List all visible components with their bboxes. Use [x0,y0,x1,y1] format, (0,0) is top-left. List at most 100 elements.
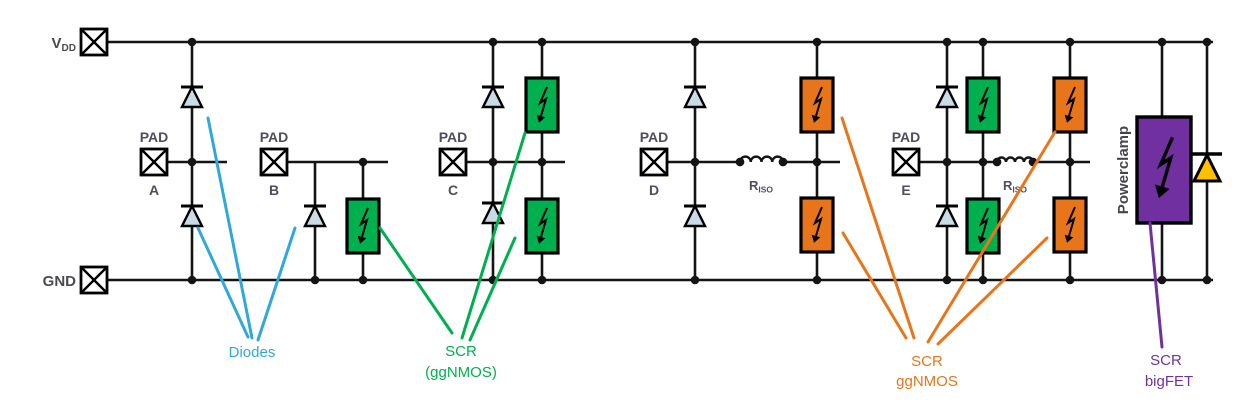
vdd-pad [79,27,109,57]
bolt-arrowhead-icon [536,114,546,123]
pad-b-label: PAD [260,129,289,145]
lightning-bolt-icon [1156,136,1175,188]
junction-dot [778,157,788,167]
junction-dot [942,275,952,285]
scr-rect [524,76,560,134]
annotation-scr-bigfet-label: SCR [1150,352,1182,369]
pad-a: PAD A [139,129,169,198]
diode-triangle [683,203,707,228]
junction-dot [812,275,822,285]
powerclamp-box: Powerclamp [1115,115,1193,225]
resistor-coil [995,156,1035,163]
annotation-scr-ggnmos-orange: SCR ggNMOS [840,116,1057,390]
resistor-coil [738,155,785,163]
annotation-scr-ggnmos-orange-callout-line [841,231,908,340]
scr-rect [799,196,835,254]
gnd-pad [79,265,109,295]
pad-a-letter: A [149,182,159,198]
annotation-scr-ggnmos-green-label: SCR [445,343,477,360]
pad-c-label: PAD [439,129,468,145]
annotation-scr-ggnmos-orange-label: SCR [911,353,943,370]
junction-dot [488,157,498,167]
junction-dot [187,275,197,285]
annotation-scr-ggnmos-orange-callout-line [936,236,1049,346]
pad-a-label: PAD [140,129,169,145]
scr-rect [1052,76,1088,134]
junction-dot [690,37,700,47]
scr-d-top-box [799,76,835,134]
annotation-scr-ggnmos-green-callout-line [378,226,454,335]
scr-rect [965,197,1001,255]
junction-dot [358,157,368,167]
annotation-scr-bigfet: SCR bigFET [1145,221,1193,390]
junction-dot [1065,37,1075,47]
bolt-arrowhead-icon [811,234,821,243]
diode-b [303,203,327,228]
pad-e-letter: E [901,182,910,198]
annotation-scr-ggnmos-orange-callout-line [840,116,916,340]
bondpad-x [80,28,108,56]
annotation-diodes-callout-line [206,116,254,340]
annotation-scr-ggnmos-orange-label: ggNMOS [896,373,958,390]
diode-triangle [935,203,959,228]
bondpad-x [892,148,920,176]
annotation-scr-ggnmos-orange-callout-line [926,130,1057,344]
scr-e-green-top-box [965,76,1001,134]
annotation-scr-ggnmos-green-callout-line [460,131,527,340]
diode-d-top [683,84,707,109]
bondpad-x [80,266,108,294]
bondpad-x [260,148,288,176]
junction-dot [537,275,547,285]
junction-dot [187,157,197,167]
scr-e-green-bottom-box [965,197,1001,255]
diode-a-bottom [180,203,204,228]
pad-b-letter: B [269,182,279,198]
junction-dot [488,37,498,47]
pad-e-label: PAD [892,129,921,145]
lightning-bolt-icon [978,207,989,238]
junction-dot [1157,275,1167,285]
junction-dot [690,275,700,285]
powerclamp-label: Powerclamp [1115,126,1132,214]
junction-dot [978,157,988,167]
lightning-bolt-icon [358,207,369,238]
junction-dot [1202,37,1212,47]
diode-triangle [935,84,959,109]
diode-triangle [303,203,327,228]
diode-triangle [683,84,707,109]
annotation-scr-bigfet-label: bigFET [1145,373,1193,390]
junction-dot [942,37,952,47]
junction-dot [187,37,197,47]
diode-triangle [1191,151,1223,183]
junction-dot [812,37,822,47]
scr-rect [965,76,1001,134]
scr-rect [799,76,835,134]
bolt-arrowhead-icon [1064,114,1074,123]
diode-c-top [481,84,505,109]
diode-d-bottom [683,203,707,228]
junction-dot [690,157,700,167]
junction-dot [978,275,988,285]
annotation-scr-ggnmos-green-label: (ggNMOS) [425,364,497,381]
scr-rect [345,197,381,255]
annotation-scr-ggnmos-green: SCR (ggNMOS) [378,131,527,381]
lightning-bolt-icon [537,86,548,117]
lightning-bolt-icon [978,86,989,117]
annotation-diodes-callout-line [196,226,250,339]
scr-e-orange-top-box [1052,76,1088,134]
junction-dot [1065,157,1075,167]
bondpad-x [439,148,467,176]
scr-c-top-box [524,76,560,134]
junction-dot [735,157,745,167]
diode-e-top [935,84,959,109]
diode-e-bottom [935,203,959,228]
powerclamp-rect [1135,115,1193,225]
bolt-arrowhead-icon [977,235,987,244]
junction-dot [942,157,952,167]
bolt-arrowhead-icon [811,114,821,123]
